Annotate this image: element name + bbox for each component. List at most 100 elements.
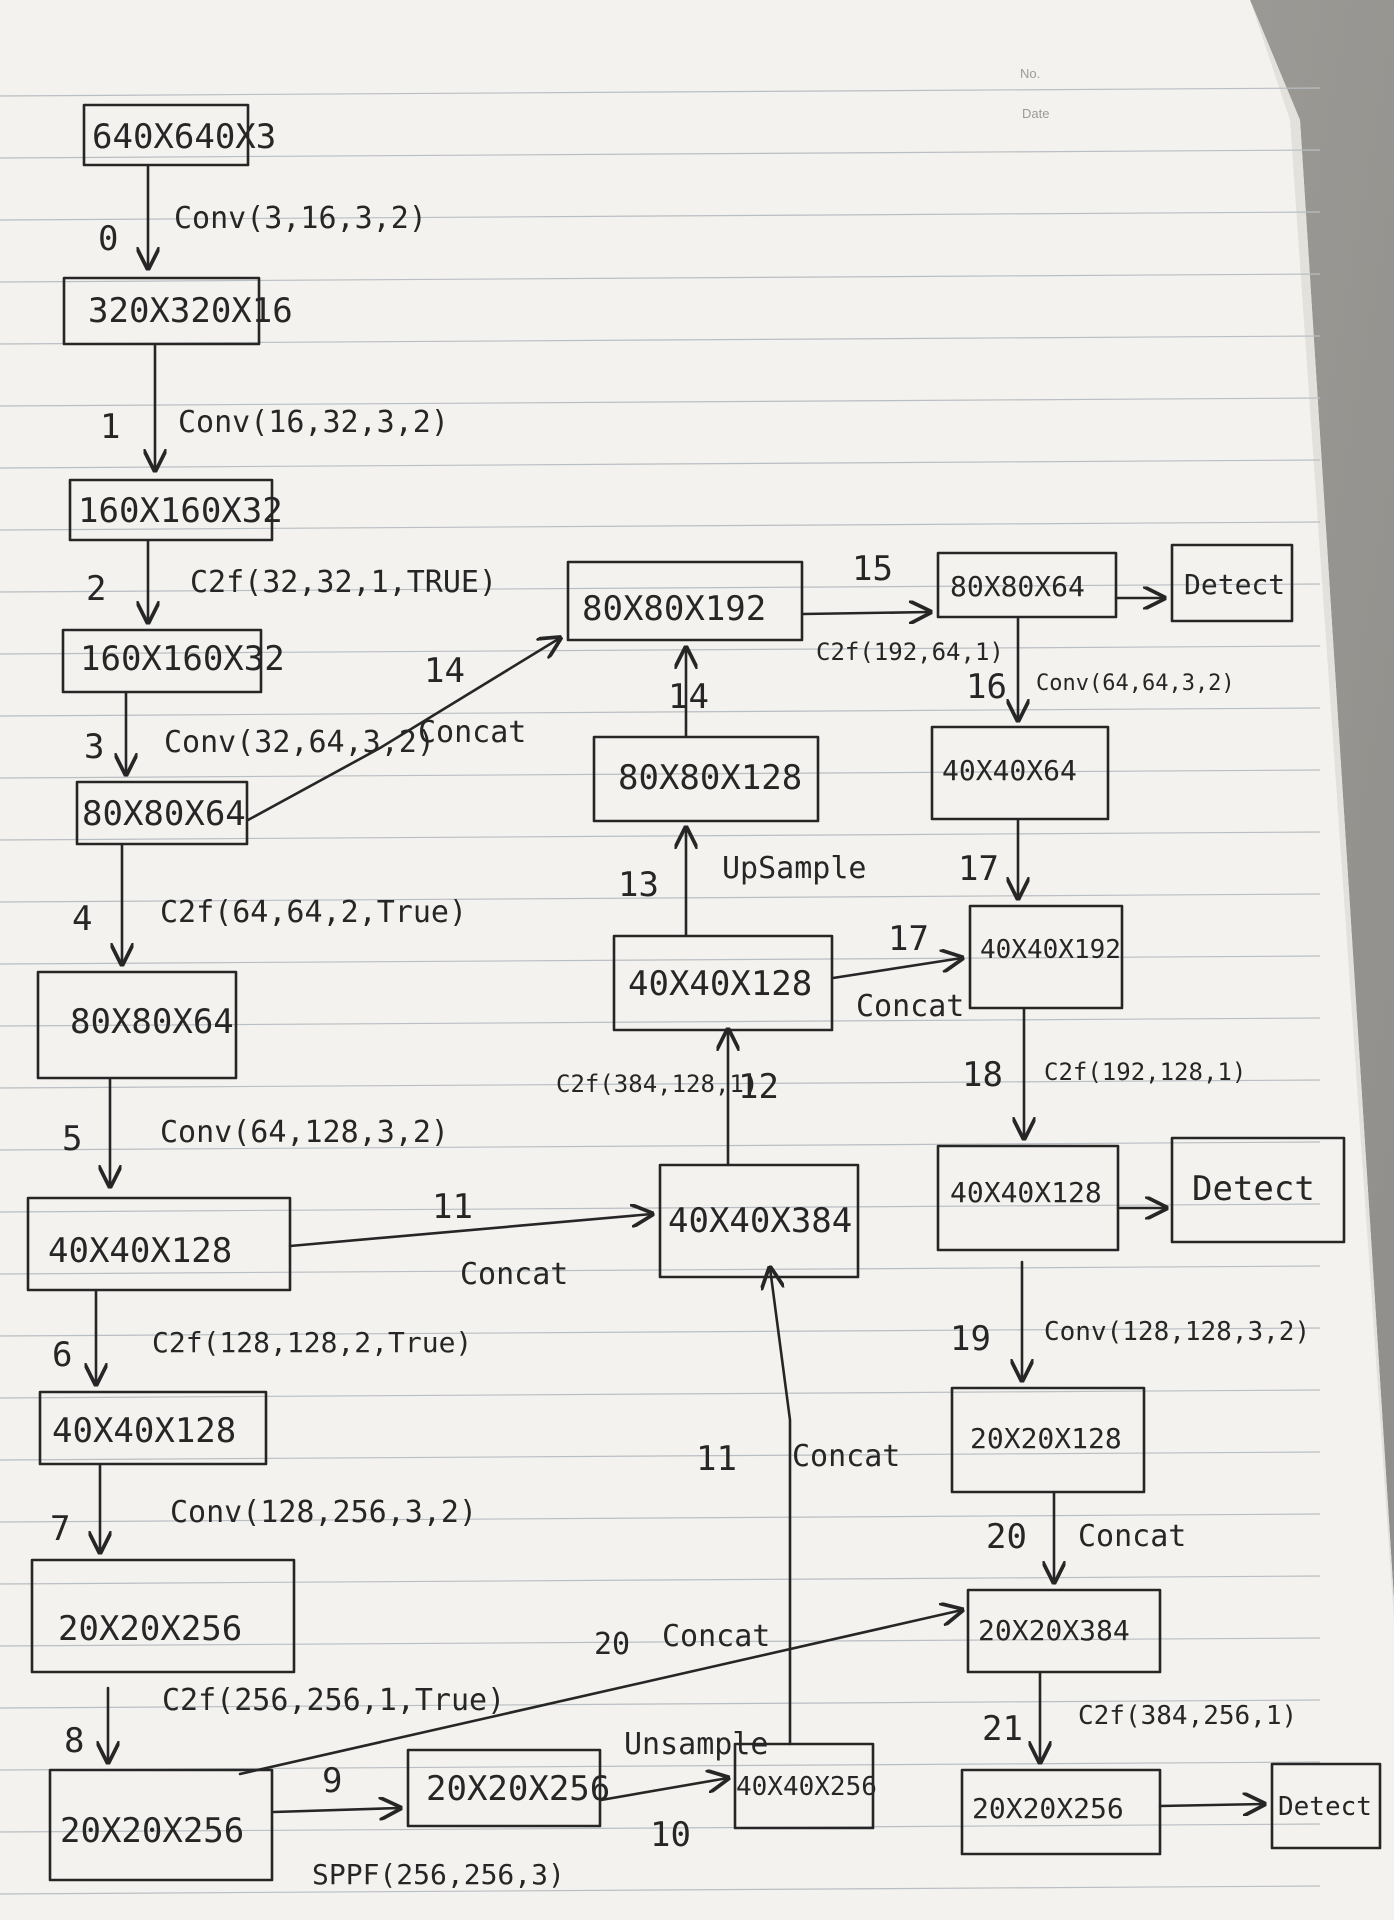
svg-text:20X20X128: 20X20X128 xyxy=(970,1422,1122,1455)
node-17: 40X40X192 xyxy=(968,904,1124,1010)
edge-4-index: 4 xyxy=(72,899,92,939)
edge-11-up-arrow xyxy=(770,1268,792,1746)
svg-text:20X20X256: 20X20X256 xyxy=(972,1792,1124,1825)
node-18: 40X40X128 xyxy=(936,1144,1120,1252)
svg-text:40X40X64: 40X40X64 xyxy=(942,754,1077,787)
svg-text:320X320X16: 320X320X16 xyxy=(88,291,293,331)
node-5: 40X40X128 xyxy=(26,1196,292,1292)
edge-17-down-index: 17 xyxy=(958,849,999,889)
svg-text:80X80X128: 80X80X128 xyxy=(618,758,802,798)
ruled-line xyxy=(0,831,1321,841)
edge-7-label: Conv(128,256,3,2) xyxy=(170,1495,477,1530)
edge-11-p4-arrow xyxy=(288,1214,652,1248)
ruled-line xyxy=(0,583,1321,593)
node-14: 80X80X192 xyxy=(566,560,804,642)
edge-12-index: 12 xyxy=(738,1067,779,1107)
edge-9-index: 9 xyxy=(322,1761,342,1801)
edge-15-arrow xyxy=(801,612,930,614)
edge-20-down-label: Concat xyxy=(1078,1519,1186,1554)
svg-text:80X80X64: 80X80X64 xyxy=(70,1002,234,1042)
edge-10-arrow xyxy=(599,1778,728,1802)
edge-8-label: C2f(256,256,1,True) xyxy=(162,1683,505,1718)
ruled-line xyxy=(0,1327,1321,1337)
edge-14-p3-arrow xyxy=(246,638,560,822)
ruled-line xyxy=(0,1823,1321,1833)
node-9: 20X20X256 xyxy=(406,1748,610,1828)
svg-text:40X40X128: 40X40X128 xyxy=(52,1411,236,1451)
ruled-line xyxy=(0,769,1321,779)
edge-4-label: C2f(64,64,2,True) xyxy=(160,895,467,930)
ruled-line xyxy=(0,893,1321,903)
edge-7-index: 7 xyxy=(50,1509,70,1549)
edge-18-label: C2f(192,128,1) xyxy=(1044,1058,1246,1086)
svg-text:40X40X256: 40X40X256 xyxy=(736,1772,877,1802)
edge-21-index: 21 xyxy=(982,1709,1023,1749)
edge-11-up-label: Concat xyxy=(792,1439,900,1474)
node-10: 40X40X256 xyxy=(733,1742,877,1830)
date-label: Date xyxy=(1022,106,1049,121)
node-20: 20X20X384 xyxy=(966,1588,1162,1674)
edge-17-concat-index: 17 xyxy=(888,919,929,959)
edge-13-label: UpSample xyxy=(722,851,867,886)
node-21: 20X20X256 xyxy=(960,1768,1162,1856)
edge-14-p3-label: Concat xyxy=(418,715,526,750)
node-2: 160X160X32 xyxy=(61,628,285,694)
edge-5-index: 5 xyxy=(62,1119,82,1159)
ruled-line xyxy=(0,211,1321,221)
edge-20-long-arrow xyxy=(238,1610,962,1776)
svg-text:40X40X192: 40X40X192 xyxy=(980,935,1121,965)
svg-text:20X20X256: 20X20X256 xyxy=(58,1609,242,1649)
node-11: 40X40X384 xyxy=(658,1163,860,1279)
node-19: 20X20X128 xyxy=(950,1386,1146,1494)
ruled-line xyxy=(0,1079,1321,1089)
svg-text:80X80X64: 80X80X64 xyxy=(82,794,246,834)
edge-9-label: SPPF(256,256,3) xyxy=(312,1858,565,1891)
edge-detect-3-arrow xyxy=(1158,1804,1264,1806)
edge-12-label: C2f(384,128,1) xyxy=(556,1070,758,1098)
svg-text:20X20X256: 20X20X256 xyxy=(60,1811,244,1851)
ruled-line xyxy=(0,397,1321,407)
ruled-line xyxy=(0,459,1321,469)
node-6: 40X40X128 xyxy=(38,1390,268,1466)
detect-box-2: Detect xyxy=(1170,1136,1346,1244)
edge-17-concat-label: Concat xyxy=(856,989,964,1024)
svg-text:Detect: Detect xyxy=(1184,568,1285,601)
svg-text:20X20X256: 20X20X256 xyxy=(426,1769,610,1809)
edge-18-index: 18 xyxy=(962,1055,1003,1095)
node-1: 160X160X32 xyxy=(68,478,283,542)
ruled-line xyxy=(0,87,1321,97)
edge-11-up-index: 11 xyxy=(696,1439,737,1479)
edge-21-label: C2f(384,256,1) xyxy=(1078,1701,1297,1731)
svg-text:Detect: Detect xyxy=(1278,1792,1372,1822)
ruled-lines xyxy=(0,87,1321,1895)
edge-6-index: 6 xyxy=(52,1335,72,1375)
svg-text:40X40X128: 40X40X128 xyxy=(48,1231,232,1271)
ruled-line xyxy=(0,645,1321,655)
svg-text:20X20X384: 20X20X384 xyxy=(978,1614,1130,1647)
edge-1-index: 1 xyxy=(100,407,120,447)
ruled-line xyxy=(0,335,1321,345)
edge-10-index: 10 xyxy=(650,1815,691,1855)
ruled-line xyxy=(0,1761,1321,1771)
edge-20-long-label: Concat xyxy=(662,1619,770,1654)
edge-20-down-index: 20 xyxy=(986,1517,1027,1557)
edge-2-index: 2 xyxy=(86,569,106,609)
node-3: 80X80X64 xyxy=(75,780,249,846)
node-input: 640X640X3 xyxy=(82,103,276,167)
edge-11-p4-label: Concat xyxy=(460,1257,568,1292)
edge-15-index: 15 xyxy=(852,549,893,589)
edge-0-label: Conv(3,16,3,2) xyxy=(174,201,427,236)
ruled-line xyxy=(0,1885,1321,1895)
node-7: 20X20X256 xyxy=(30,1558,296,1674)
node-16: 40X40X64 xyxy=(930,725,1110,821)
edge-16-index: 16 xyxy=(966,667,1007,707)
node-8: 20X20X256 xyxy=(48,1768,274,1882)
svg-text:40X40X384: 40X40X384 xyxy=(668,1201,852,1241)
no-label: No. xyxy=(1020,66,1040,81)
svg-text:160X160X32: 160X160X32 xyxy=(78,491,283,531)
edge-16-label: Conv(64,64,3,2) xyxy=(1036,671,1235,696)
node-4: 80X80X64 xyxy=(36,970,238,1080)
node-0: 320X320X16 xyxy=(62,276,293,346)
edge-9-arrow xyxy=(272,1808,400,1812)
